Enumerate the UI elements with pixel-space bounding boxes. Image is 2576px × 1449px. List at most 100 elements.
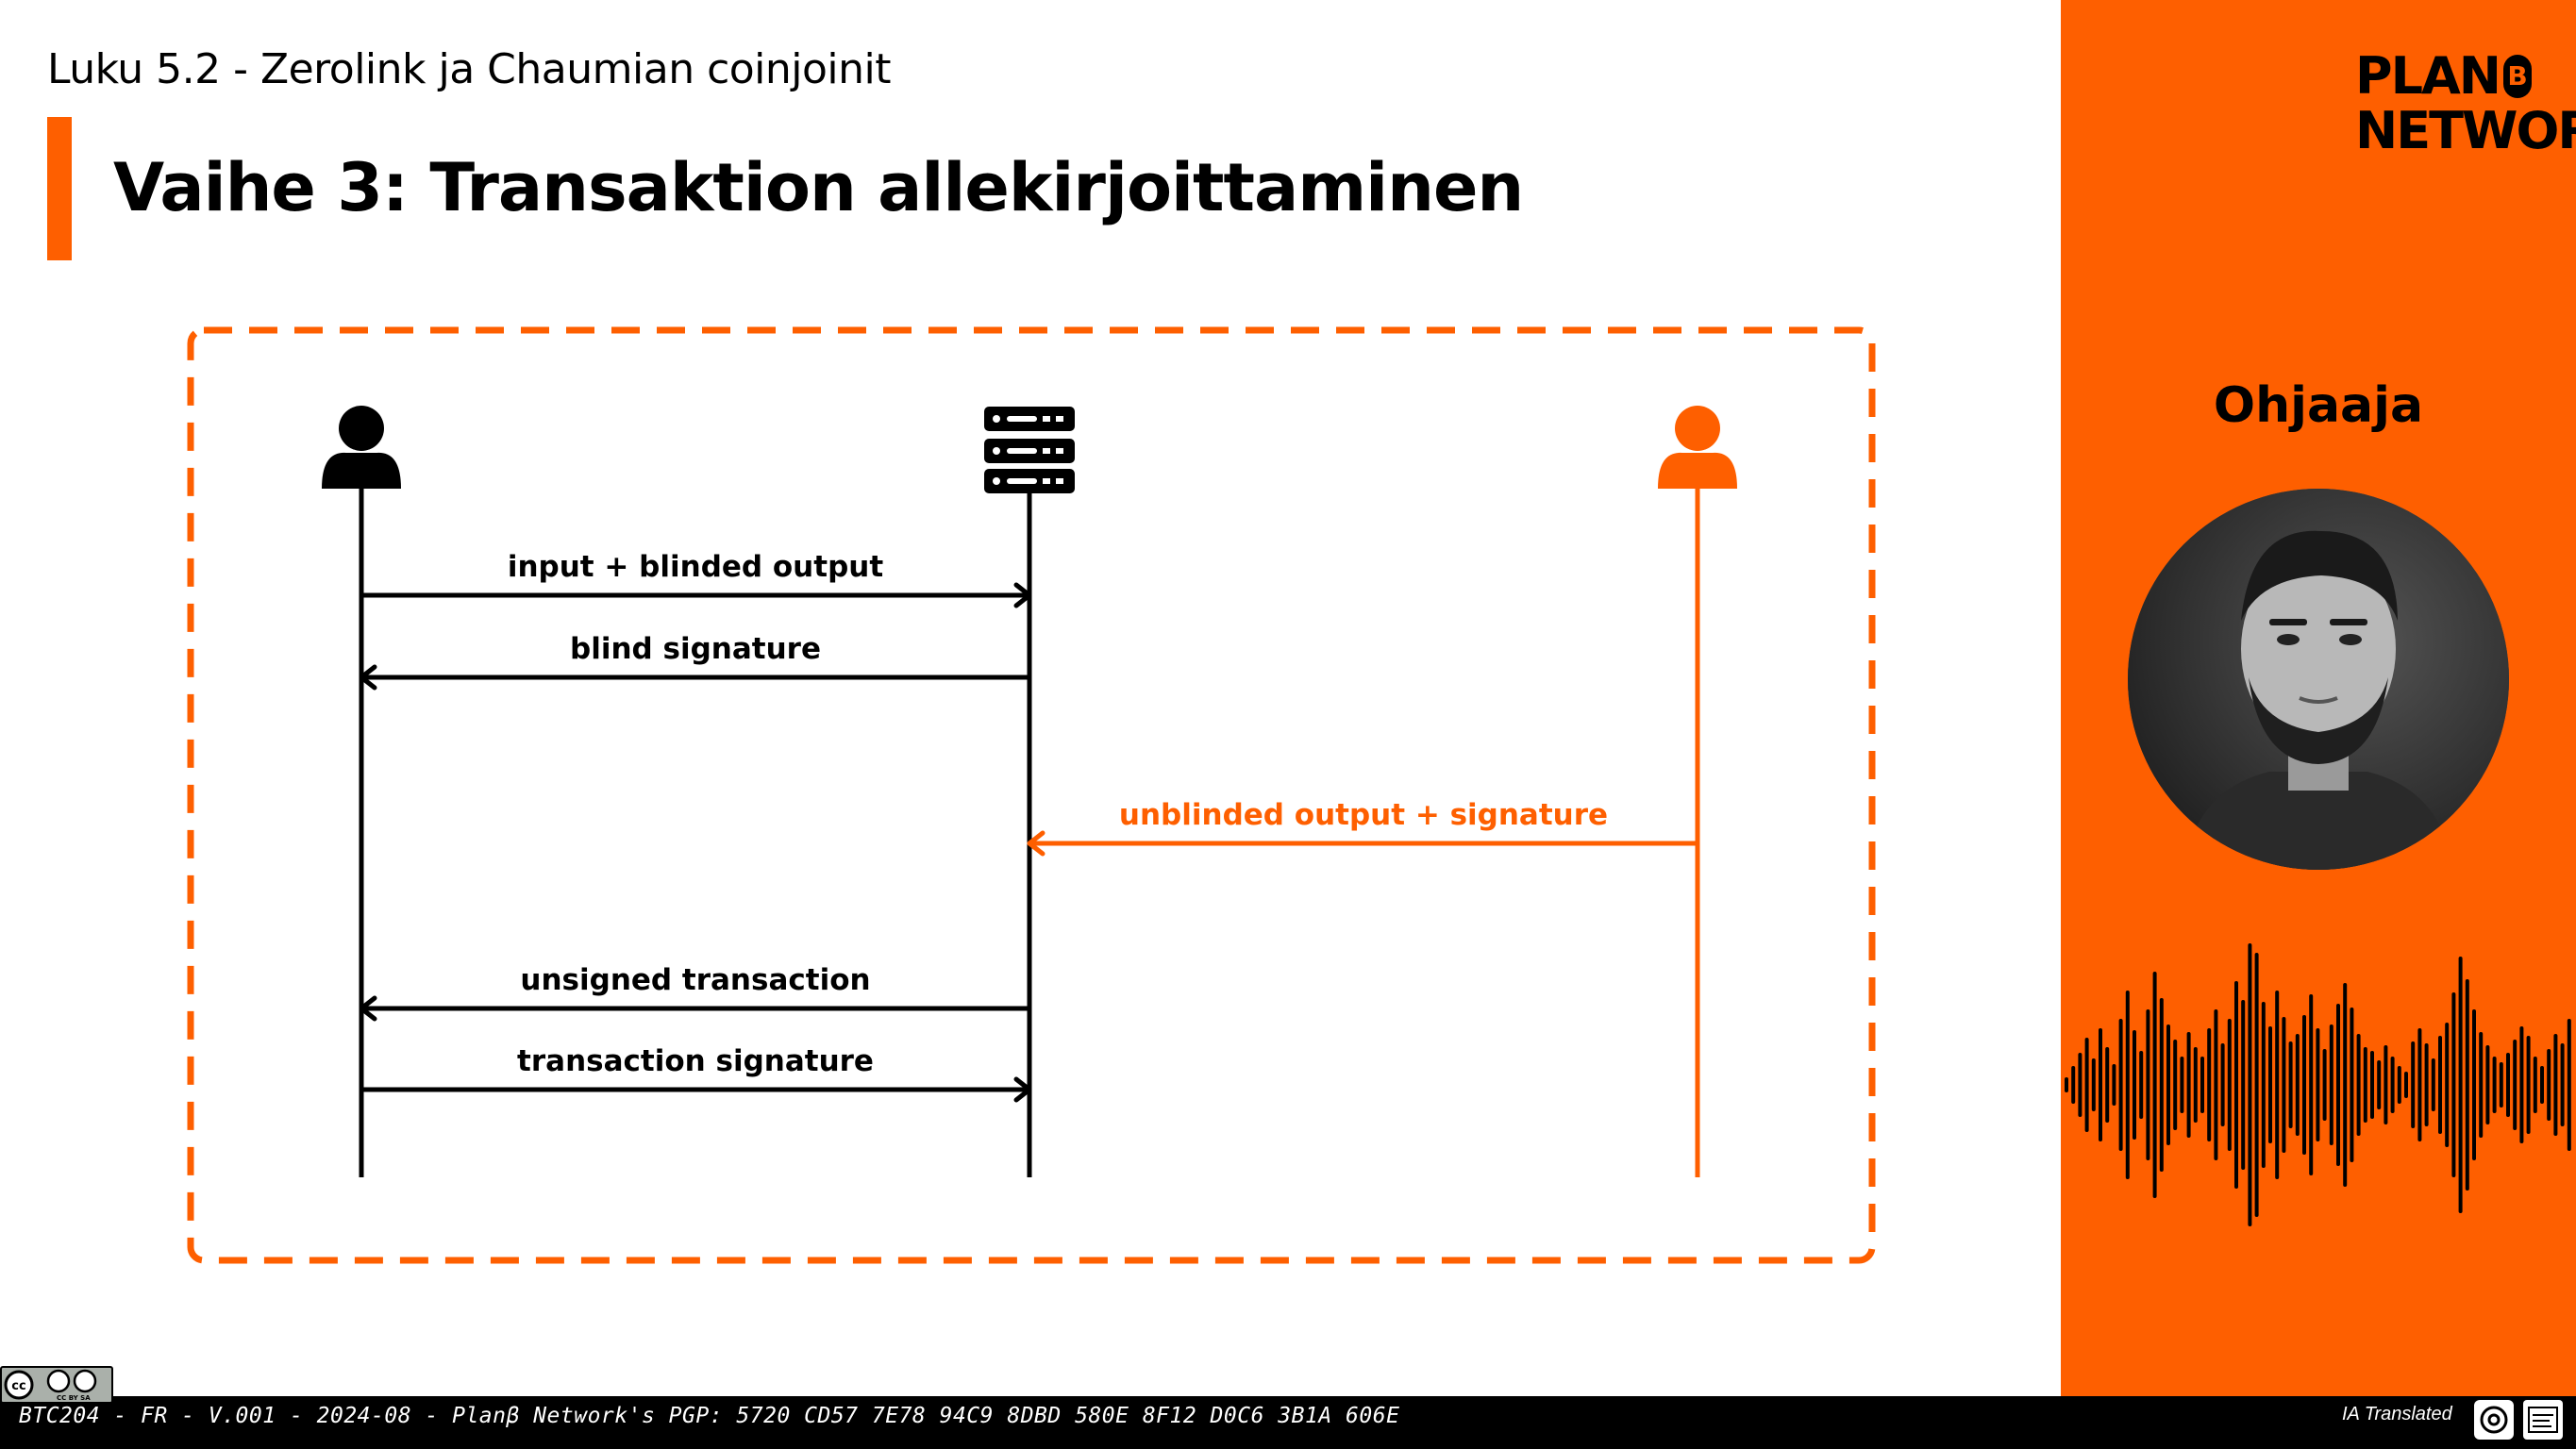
footer-text: BTC204 - FR - V.001 - 2024-08 - Planβ Ne…: [19, 1404, 1400, 1428]
waveform-bar: [2118, 1019, 2123, 1151]
waveform-bar: [2268, 1026, 2272, 1143]
waveform-bar: [2540, 1066, 2544, 1104]
waveform-bar: [2309, 994, 2314, 1175]
waveform-bar: [2152, 972, 2157, 1198]
waveform-bar: [2356, 1034, 2361, 1136]
waveform-bar: [2363, 1047, 2367, 1123]
waveform-bar: [2207, 1028, 2212, 1141]
waveform-bar: [2302, 1015, 2306, 1155]
waveform-bar: [2411, 1041, 2416, 1128]
ai-translated-label: IA Translated: [2342, 1404, 2452, 1424]
arrow-head: [1027, 830, 1045, 857]
step-title: Vaihe 3: Transaktion allekirjoittaminen: [113, 149, 1524, 226]
waveform-bar: [2377, 1060, 2382, 1109]
waveform-bar: [2288, 1041, 2293, 1128]
waveform-bar: [2316, 1028, 2320, 1141]
message-3: unblinded output + signature: [1027, 798, 1698, 857]
waveform-bar: [2445, 1023, 2450, 1147]
waveform-bar: [2173, 1040, 2178, 1130]
waveform-bar: [2261, 1002, 2266, 1168]
waveform-bar: [2350, 1008, 2354, 1162]
user-icon-other-user: [1658, 406, 1737, 489]
waveform-bar: [2254, 953, 2259, 1217]
waveform-bar: [2084, 1038, 2089, 1132]
arrow-head: [1013, 1076, 1032, 1103]
cc-license-badge: cc CC BY SA: [0, 1366, 113, 1404]
waveform-bar: [2125, 991, 2130, 1179]
arrow-head: [359, 664, 377, 691]
waveform-bar: [2343, 983, 2348, 1187]
sequence-diagram: input + blinded output blind signature unb…: [187, 326, 1876, 1264]
waveform-bar: [2336, 1004, 2340, 1166]
waveform-bar: [2159, 998, 2164, 1172]
waveform-bar: [2227, 1019, 2232, 1151]
waveform-bar: [2112, 1064, 2116, 1106]
waveform-bar: [2220, 1043, 2225, 1126]
bitcoin-b-icon: B: [2502, 55, 2532, 98]
waveform-bar: [2499, 1062, 2503, 1108]
waveform-bar: [2071, 1066, 2076, 1104]
message-1: input + blinded output: [361, 550, 1032, 608]
message-4: unsigned transaction: [359, 963, 1029, 1022]
waveform-bar: [2431, 1058, 2435, 1111]
waveform-bar: [2180, 1057, 2184, 1113]
waveform-bar: [2214, 1009, 2218, 1160]
waveform-bar: [2492, 1057, 2497, 1113]
instructor-label: Ohjaaja: [2213, 377, 2424, 434]
waveform-bar: [2139, 1051, 2144, 1119]
waveform-bar: [2451, 992, 2456, 1177]
waveform-bar: [2146, 1009, 2150, 1160]
waveform-bar: [2105, 1047, 2110, 1123]
waveform-bar: [2248, 943, 2252, 1226]
svg-text:CC BY SA: CC BY SA: [57, 1394, 91, 1402]
waveform-bar: [2519, 1026, 2524, 1143]
waveform-bar: [2458, 957, 2463, 1213]
arrow-head: [359, 995, 377, 1022]
diagram-frame: [187, 326, 1876, 1264]
waveform-bar: [2295, 1034, 2300, 1136]
user-icon-user: [322, 406, 401, 489]
message-label: transaction signature: [517, 1044, 874, 1078]
waveform-bar: [2465, 979, 2469, 1191]
message-5: transaction signature: [361, 1044, 1032, 1103]
chapter-title: Luku 5.2 - Zerolink ja Chaumian coinjoin…: [47, 45, 892, 93]
waveform-bar: [2472, 1009, 2476, 1160]
translation-lab-icon: [2523, 1400, 2563, 1440]
message-label: input + blinded output: [508, 550, 883, 584]
waveform-bar: [2513, 1040, 2517, 1130]
message-label: unblinded output + signature: [1119, 798, 1608, 832]
waveform-bar: [2329, 1024, 2333, 1145]
waveform-bar: [2485, 1045, 2490, 1124]
message-label: unsigned transaction: [520, 963, 870, 997]
waveform-bar: [2241, 1000, 2246, 1170]
waveform-bar: [2479, 1032, 2484, 1138]
instructor-avatar: [2128, 489, 2509, 870]
waveform-bar: [2275, 991, 2280, 1179]
waveform-bar: [2404, 1072, 2408, 1098]
waveform-bar: [2186, 1032, 2191, 1138]
waveform-bar: [2438, 1036, 2442, 1134]
waveform-bar: [2166, 1024, 2170, 1145]
title-accent-bar: [47, 117, 72, 260]
waveform-bar: [2526, 1036, 2531, 1134]
message-2: blind signature: [359, 632, 1029, 691]
waveform-bar: [2417, 1028, 2422, 1141]
waveform-bar: [2390, 1057, 2395, 1113]
waveform-bar: [2370, 1051, 2374, 1119]
footer-bar: [0, 1396, 2576, 1449]
openai-icon: [2474, 1400, 2514, 1440]
waveform-bar: [2078, 1053, 2083, 1117]
audio-waveform: [2065, 943, 2571, 1226]
waveform-bar: [2547, 1049, 2551, 1121]
waveform-bar: [2424, 1043, 2429, 1126]
waveform-bar: [2397, 1066, 2401, 1104]
waveform-bar: [2384, 1045, 2388, 1124]
message-label: blind signature: [570, 632, 821, 666]
waveform-bar: [2553, 1034, 2558, 1136]
waveform-bar: [2567, 1019, 2571, 1151]
waveform-bar: [2234, 981, 2238, 1189]
arrow-head: [1013, 582, 1032, 608]
waveform-bar: [2091, 1058, 2096, 1111]
